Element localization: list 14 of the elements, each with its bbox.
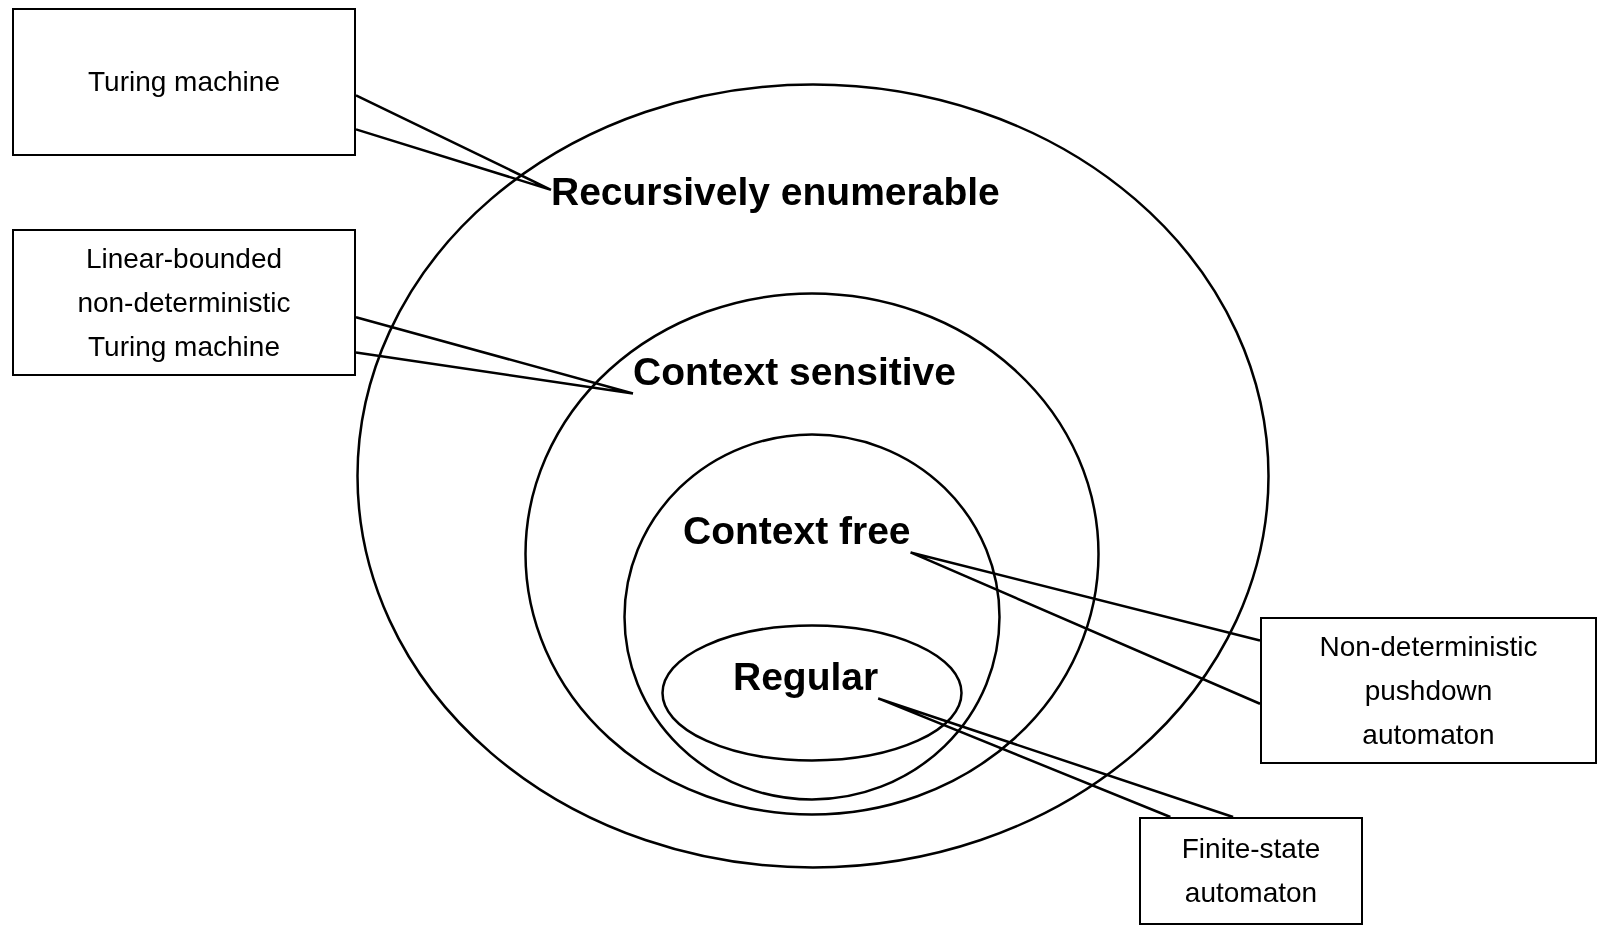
callout-text: Linear-bounded non-deterministic Turing machine <box>76 241 292 364</box>
callout-box <box>1260 617 1597 764</box>
language-class-label: Context sensitive <box>633 350 956 394</box>
callout-text: Non-deterministic pushdown automaton <box>1318 629 1539 752</box>
callout-text: Finite-state automaton <box>1180 832 1322 910</box>
language-class-label: Context free <box>683 509 911 553</box>
callout-pointer <box>876 697 1235 819</box>
callout-box <box>12 229 356 376</box>
language-class-label: Recursively enumerable <box>551 170 1000 214</box>
callout-box <box>12 8 356 156</box>
callout-box <box>1139 817 1363 925</box>
callout-text: Turing machine <box>88 65 280 99</box>
language-class-label: Regular <box>733 655 879 699</box>
callout-pointer <box>909 551 1262 705</box>
